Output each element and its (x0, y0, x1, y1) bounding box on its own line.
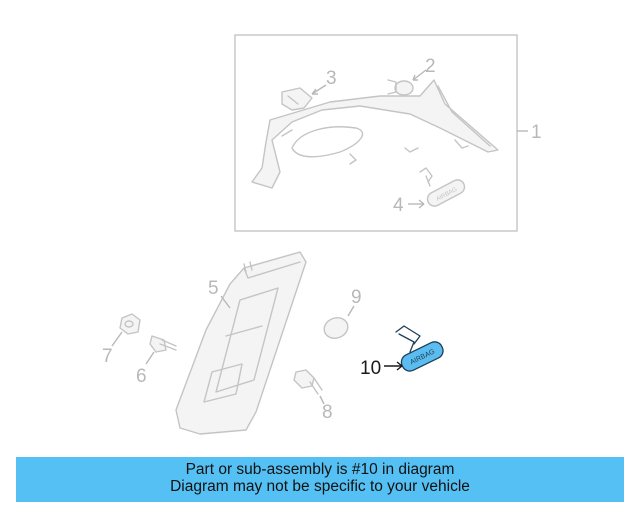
bolt-8 (293, 369, 323, 395)
airbag-badge-10-highlighted[interactable]: AIRBAG (395, 325, 446, 374)
callout-6: 6 (136, 366, 147, 387)
screw-6 (149, 335, 177, 353)
parts-diagram: 1 3 2 AIR (102, 34, 542, 435)
callout-4: 4 (393, 195, 404, 216)
assembly-box (234, 34, 518, 232)
lower-parts-group: 5 7 6 9 8 AIR (102, 251, 446, 435)
pillar-trim-lower (175, 251, 307, 435)
cap-9 (323, 317, 349, 339)
callout-2: 2 (425, 56, 436, 77)
pillar-trim-upper (251, 79, 499, 189)
callout-1: 1 (531, 122, 542, 143)
clip-3 (281, 87, 313, 111)
pin-2 (387, 79, 414, 96)
airbag-badge-4: AIRBAG (419, 167, 466, 207)
banner-line-2: Diagram may not be specific to your vehi… (170, 478, 470, 495)
callout-5: 5 (208, 278, 219, 299)
upper-assembly-group: 1 3 2 AIR (234, 34, 542, 232)
callout-9: 9 (351, 287, 362, 308)
callout-10: 10 (360, 358, 381, 379)
banner-line-1: Part or sub-assembly is #10 in diagram (185, 461, 455, 478)
clip-7 (119, 313, 141, 335)
info-banner: Part or sub-assembly is #10 in diagram D… (16, 457, 624, 502)
callout-3: 3 (326, 68, 337, 89)
callout-8: 8 (322, 402, 333, 423)
callout-7: 7 (102, 346, 113, 367)
